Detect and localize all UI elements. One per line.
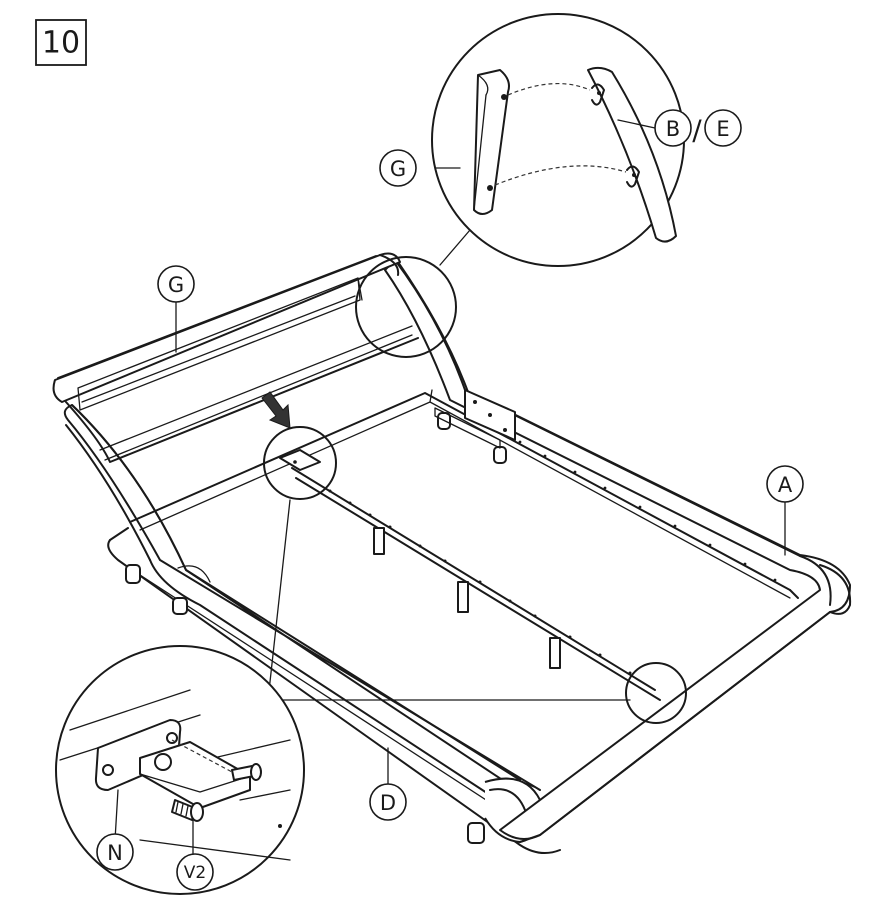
bolt-icon (231, 763, 262, 781)
label-v2: V2 (176, 853, 214, 891)
svg-text:V2: V2 (184, 863, 206, 883)
arrow-down-right-icon (261, 391, 291, 429)
bed-frame (52, 252, 852, 855)
svg-text:G: G (390, 157, 406, 181)
svg-text:B: B (666, 117, 680, 141)
svg-text:D: D (380, 791, 396, 815)
label-g-detail: G (379, 149, 417, 187)
label-e: E (704, 109, 742, 147)
label-d: D (369, 783, 407, 821)
label-a: A (766, 465, 804, 503)
svg-text:A: A (778, 473, 793, 497)
svg-text:N: N (107, 841, 123, 865)
step-number: 10 (42, 26, 80, 61)
callout-leaders (267, 229, 631, 701)
screw-icon (171, 799, 204, 822)
step-badge: 10 (35, 19, 87, 66)
label-leaders (175, 299, 786, 786)
beam-holes (328, 489, 632, 675)
label-b: B (654, 109, 692, 147)
detail-markers (263, 256, 687, 724)
rail-holes (518, 440, 777, 582)
svg-text:G: G (168, 273, 184, 297)
label-slash: / (692, 114, 702, 147)
svg-text:E: E (716, 117, 729, 141)
detail-headboard-connection (431, 13, 685, 267)
detail-beam-connection (55, 645, 305, 895)
label-g-main: G (157, 265, 195, 303)
label-n: N (96, 833, 134, 871)
